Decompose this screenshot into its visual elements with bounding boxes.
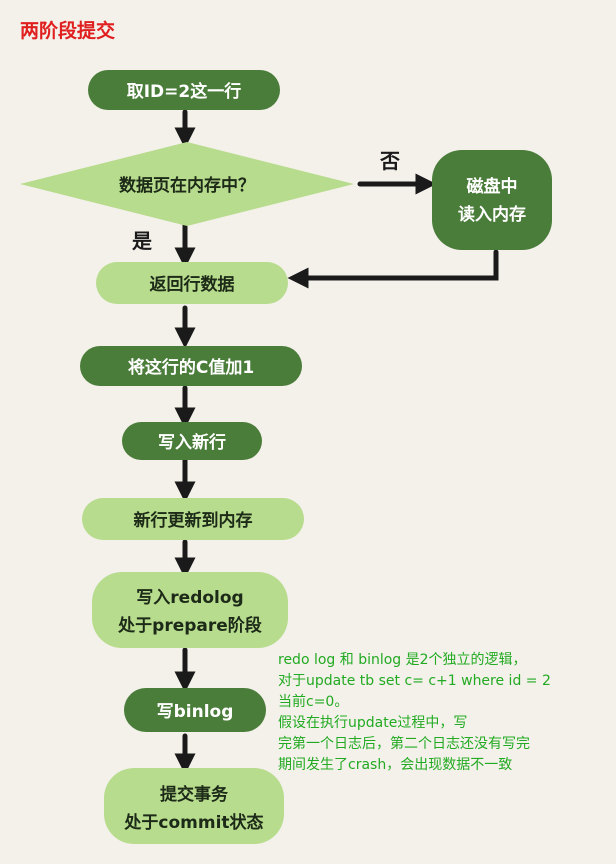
node-redo-prepare-shape <box>92 572 288 648</box>
node-add-one-label: 将这行的C值加1 <box>128 357 254 378</box>
node-return-row-shape <box>96 262 288 304</box>
node-write-new-shape <box>122 422 262 460</box>
node-disk-read-shape <box>432 150 552 250</box>
annotation-note: redo log 和 binlog 是2个独立的逻辑， 对于update tb … <box>278 650 608 776</box>
node-write-new: 写入新行 <box>122 422 262 460</box>
node-write-new-label: 写入新行 <box>158 432 226 453</box>
note-line: 当前c=0。 <box>278 694 349 710</box>
note-line: 对于update tb set c= c+1 where id = 2 <box>278 673 551 689</box>
note-line: 完第一个日志后，第二个日志还没有写完 <box>278 736 530 752</box>
node-commit-line1: 提交事务 <box>160 784 229 805</box>
edge-label-yes: 是 <box>131 229 152 253</box>
node-add-one-shape <box>80 346 302 386</box>
node-update-mem-label: 新行更新到内存 <box>134 510 253 531</box>
node-update-mem: 新行更新到内存 <box>82 498 304 540</box>
page-title: 两阶段提交 <box>20 20 116 42</box>
node-disk-read-line2: 读入内存 <box>458 204 526 225</box>
note-line: 假设在执行update过程中，写 <box>278 715 468 731</box>
arrow-disk-to-return <box>287 249 499 289</box>
edge-label-no: 否 <box>379 149 400 173</box>
node-disk-read-line1: 磁盘中 <box>467 176 518 197</box>
node-redo-prepare: 写入redolog 处于prepare阶段 <box>92 572 288 648</box>
node-write-binlog-label: 写binlog <box>157 702 234 722</box>
node-write-binlog: 写binlog <box>124 688 266 732</box>
node-update-mem-shape <box>82 498 304 540</box>
node-commit-shape <box>104 768 284 844</box>
node-decision: 数据页在内存中？ <box>20 142 354 226</box>
node-return-row-label: 返回行数据 <box>150 274 235 295</box>
node-disk-read: 磁盘中 读入内存 <box>432 150 552 250</box>
node-return-row: 返回行数据 <box>96 262 288 304</box>
note-line: 期间发生了crash，会出现数据不一致 <box>278 757 513 773</box>
node-add-one: 将这行的C值加1 <box>80 346 302 386</box>
arrows <box>174 109 499 775</box>
node-fetch-row-label: 取ID=2这一行 <box>127 81 242 102</box>
node-redo-prepare-line1: 写入redolog <box>136 588 243 608</box>
node-fetch-row: 取ID=2这一行 <box>88 70 280 110</box>
node-commit-line2: 处于commit状态 <box>123 812 263 833</box>
node-commit: 提交事务 处于commit状态 <box>104 768 284 844</box>
node-decision-label: 数据页在内存中？ <box>119 175 255 196</box>
node-redo-prepare-line2: 处于prepare阶段 <box>117 615 262 636</box>
node-fetch-row-shape <box>88 70 280 110</box>
note-line: redo log 和 binlog 是2个独立的逻辑， <box>278 652 527 668</box>
node-write-binlog-shape <box>124 688 266 732</box>
node-decision-shape <box>20 142 354 226</box>
